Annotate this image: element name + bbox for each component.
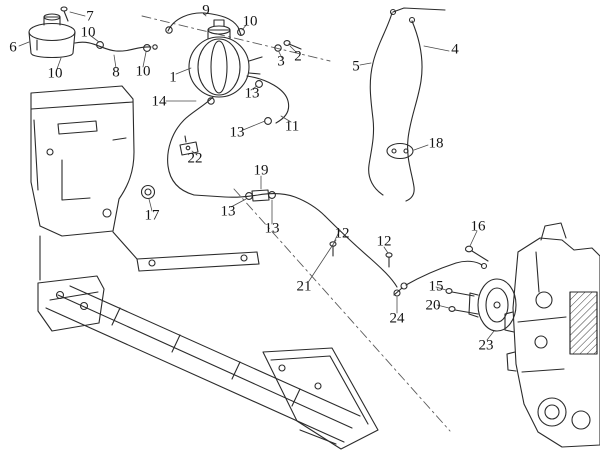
callout-16: 16 [470, 218, 486, 235]
connector-24 [393, 260, 488, 297]
callout-19: 19 [253, 162, 269, 179]
callout-13-3: 13 [220, 203, 236, 220]
callout-11: 11 [284, 118, 300, 135]
callout-24: 24 [389, 310, 405, 327]
callout-9: 9 [202, 2, 210, 19]
leader-lines [18, 11, 495, 341]
vacuum-pipes [368, 7, 446, 202]
callout-3: 3 [277, 53, 285, 70]
hose-14 [167, 96, 215, 196]
callout-10-1: 10 [242, 13, 258, 30]
callout-12-2: 12 [376, 233, 392, 250]
callout-6: 6 [9, 39, 17, 56]
callout-12-1: 12 [334, 225, 350, 242]
callout-5: 5 [352, 58, 360, 75]
callout-15: 15 [428, 278, 444, 295]
engine-assembly [504, 222, 600, 448]
callout-10-4: 10 [135, 63, 151, 80]
brake-booster [188, 19, 263, 98]
fluid-reservoir [28, 13, 76, 59]
reservoir-hose [74, 41, 158, 52]
callout-8: 8 [112, 64, 120, 81]
callout-2: 2 [294, 48, 302, 65]
callout-10-2: 10 [80, 24, 96, 41]
callout-22: 22 [187, 150, 203, 167]
subframe [37, 251, 379, 450]
callout-13-4: 13 [264, 220, 280, 237]
vacuum-hose-top [165, 12, 245, 36]
reservoir-screw [60, 6, 69, 22]
grommet [140, 184, 156, 200]
callout-13-1: 13 [244, 85, 260, 102]
booster-mounting-bolts [274, 40, 302, 52]
strut-tower-panel [30, 85, 138, 281]
callout-20: 20 [425, 297, 441, 314]
callout-1: 1 [169, 69, 177, 86]
callout-14: 14 [151, 93, 167, 110]
callout-23: 23 [478, 337, 494, 354]
callout-4: 4 [451, 41, 459, 58]
callout-18: 18 [428, 135, 444, 152]
bolt-16 [464, 245, 489, 262]
callout-7: 7 [86, 8, 94, 25]
pipe-19 [193, 189, 326, 217]
callout-10-3: 10 [47, 65, 63, 82]
callout-17: 17 [144, 207, 160, 224]
callout-21: 21 [296, 278, 312, 295]
clamp-bracket [179, 135, 199, 156]
pipe-21 [324, 215, 398, 288]
callout-13-2: 13 [229, 124, 245, 141]
vacuum-pump [468, 278, 517, 332]
